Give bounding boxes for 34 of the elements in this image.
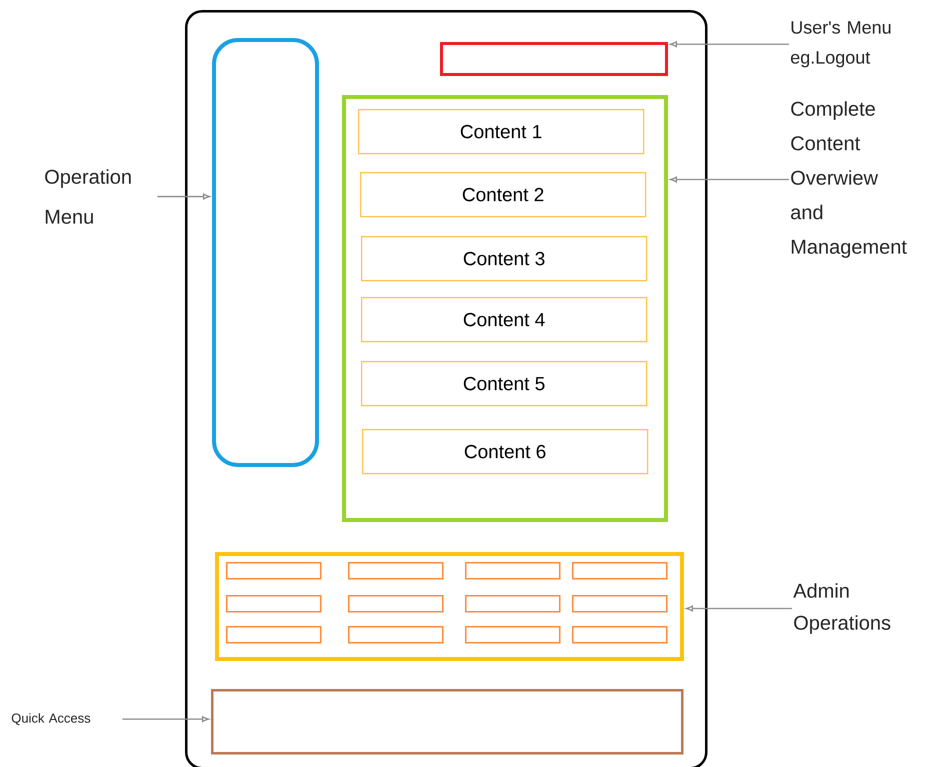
- callout-label: Quick Access: [12, 713, 90, 726]
- admin-button: [226, 626, 322, 644]
- content-box: Content 5: [361, 361, 648, 406]
- callout-label: User's Menu eg.Logout: [790, 21, 890, 68]
- content-box: Content 6: [362, 429, 648, 474]
- user-menu-box: [440, 42, 668, 76]
- admin-button: [572, 595, 668, 612]
- callout-label: Admin Operations: [793, 583, 890, 634]
- content-box: Content 1: [358, 109, 644, 154]
- arrow: [670, 176, 789, 183]
- admin-button: [348, 626, 444, 644]
- admin-button: [348, 595, 444, 612]
- callout-label: Complete Content Overwiew and Management: [791, 101, 907, 258]
- content-box: Content 2: [360, 172, 646, 218]
- admin-button: [465, 595, 560, 612]
- sidebar-menu: [212, 38, 319, 467]
- arrow: [670, 41, 789, 48]
- admin-button: [465, 626, 560, 644]
- admin-button: [465, 562, 560, 580]
- quick-access-bar: [211, 689, 684, 754]
- page-frame: [185, 10, 708, 767]
- arrow: [157, 194, 210, 200]
- admin-button: [572, 562, 668, 580]
- admin-panel: [215, 552, 684, 661]
- admin-button: [348, 562, 444, 580]
- arrow: [122, 716, 210, 722]
- admin-button: [572, 626, 668, 644]
- admin-button: [226, 595, 322, 612]
- arrow: [686, 606, 792, 612]
- content-panel: [342, 95, 668, 522]
- content-box: Content 4: [361, 297, 648, 342]
- callout-label: Operation Menu: [45, 169, 131, 224]
- content-box: Content 3: [361, 236, 648, 282]
- admin-button: [226, 562, 322, 580]
